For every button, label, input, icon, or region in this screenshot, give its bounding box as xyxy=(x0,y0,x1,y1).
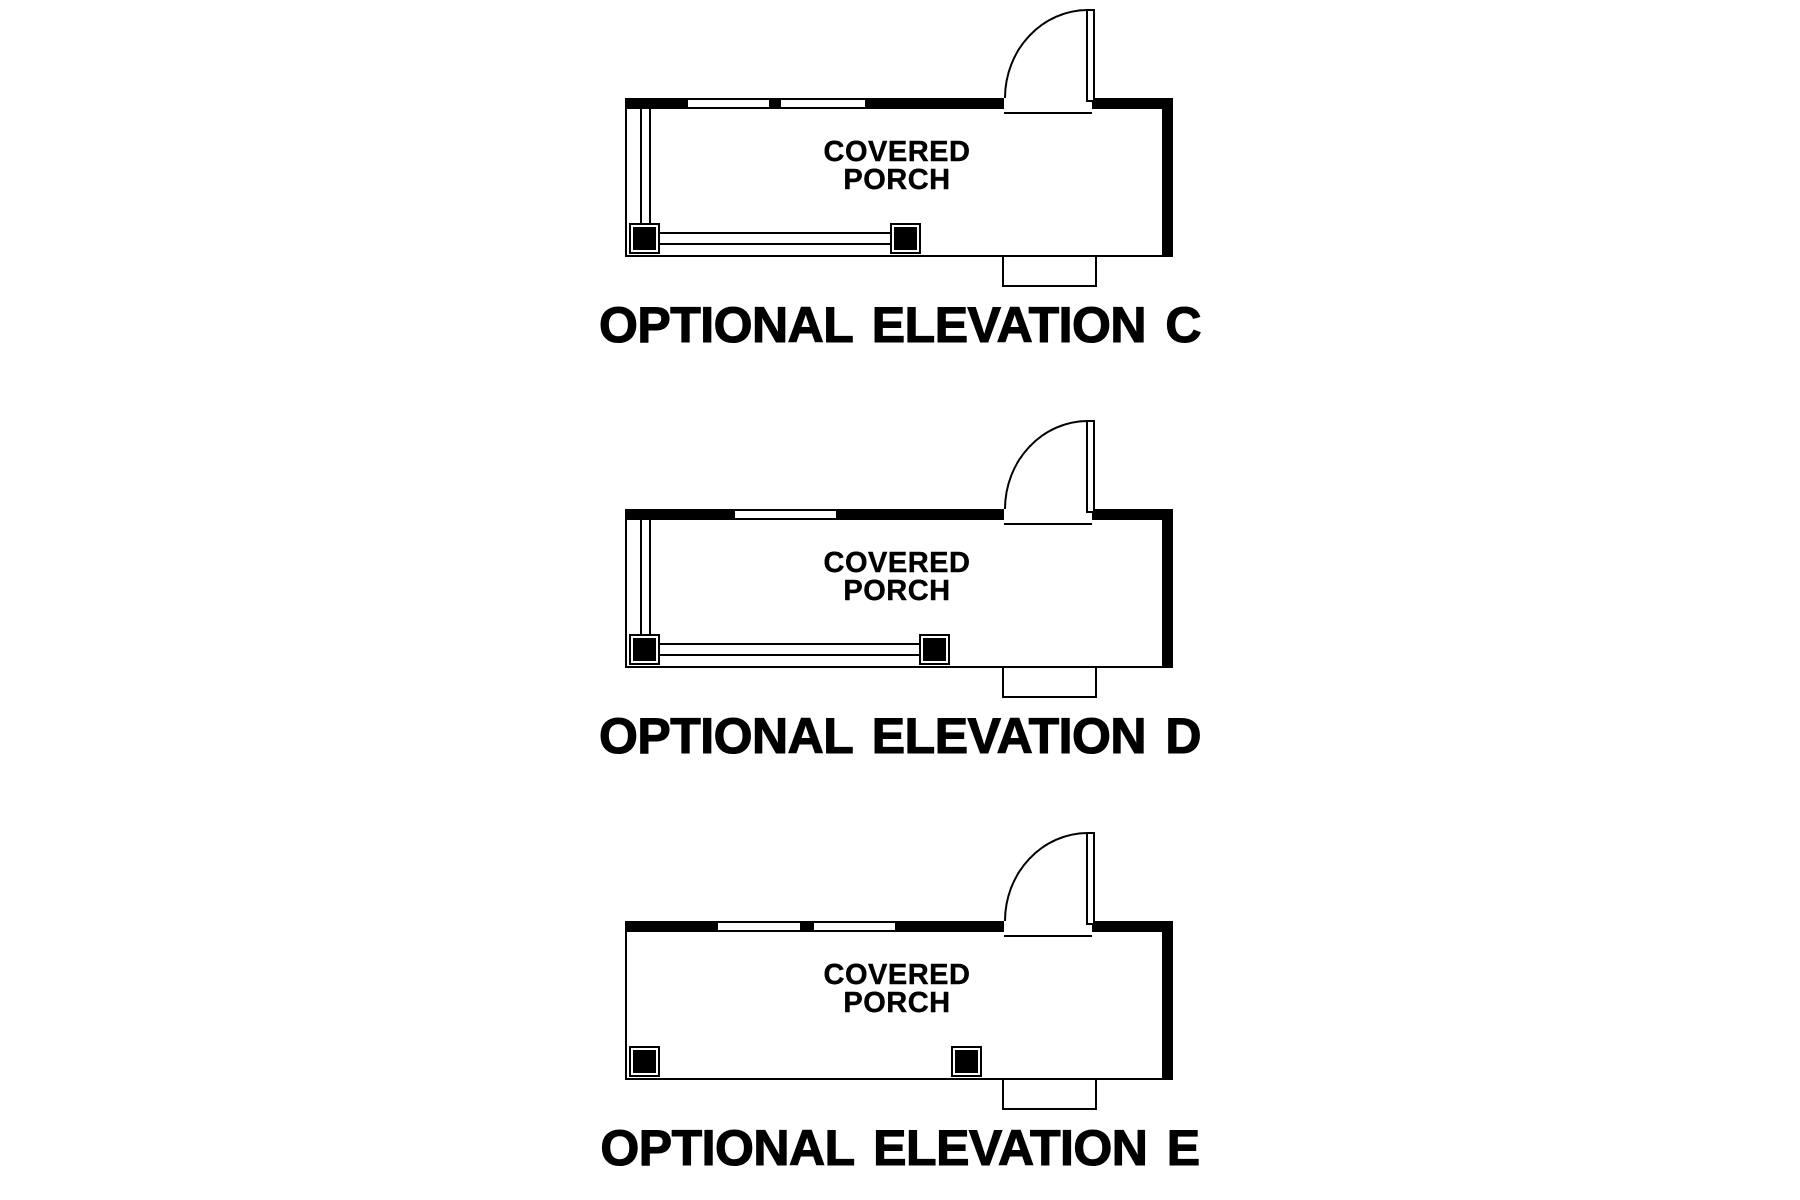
front-railing-line xyxy=(659,643,921,645)
porch-column xyxy=(890,223,921,254)
porch-left-edge xyxy=(625,921,627,1080)
porch-column xyxy=(629,1046,660,1077)
entry-step xyxy=(1002,1080,1097,1110)
room-label-line1: COVERED xyxy=(823,959,971,991)
left-railing-line xyxy=(640,109,642,223)
room-label: COVERED PORCH xyxy=(700,959,1094,1019)
diagram-caption: OPTIONAL ELEVATION E xyxy=(600,1120,1201,1176)
room-label-line2: PORCH xyxy=(843,987,951,1019)
left-railing-line xyxy=(640,520,642,634)
top-wall xyxy=(626,509,1173,520)
porch-column-core xyxy=(923,638,946,661)
porch-bottom-edge xyxy=(625,255,1173,257)
window xyxy=(686,98,771,109)
left-railing-line xyxy=(649,520,651,634)
window xyxy=(716,921,802,932)
window xyxy=(812,921,897,932)
left-railing-line xyxy=(649,109,651,223)
porch-bottom-edge xyxy=(625,666,1173,668)
door-leaf xyxy=(1086,832,1095,925)
front-railing-line xyxy=(659,243,892,245)
room-label-line1: COVERED xyxy=(823,136,971,168)
entry-step xyxy=(1002,668,1097,698)
window xyxy=(779,98,867,109)
porch-column-core xyxy=(633,1050,656,1073)
porch-left-edge xyxy=(625,509,627,668)
top-wall xyxy=(626,98,1173,109)
door-leaf xyxy=(1086,9,1095,102)
room-label-line2: PORCH xyxy=(843,575,951,607)
right-wall xyxy=(1162,921,1173,1080)
porch-left-edge xyxy=(625,98,627,257)
porch-column-core xyxy=(894,227,917,250)
door-opening xyxy=(1004,98,1092,114)
porch-column xyxy=(919,634,950,665)
door-swing-arc xyxy=(1004,832,1088,921)
door-opening xyxy=(1004,509,1092,525)
room-label: COVERED PORCH xyxy=(700,547,1094,607)
porch-column-core xyxy=(633,227,656,250)
front-railing-line xyxy=(659,654,921,656)
top-wall xyxy=(626,921,1173,932)
porch-bottom-edge xyxy=(625,1078,1173,1080)
porch-column xyxy=(629,223,660,254)
room-label-line1: COVERED xyxy=(823,547,971,579)
porch-column xyxy=(951,1046,982,1077)
diagram-caption: OPTIONAL ELEVATION C xyxy=(598,297,1202,353)
room-label-line2: PORCH xyxy=(843,164,951,196)
right-wall xyxy=(1162,98,1173,257)
porch-column-core xyxy=(633,638,656,661)
room-label: COVERED PORCH xyxy=(700,136,1094,196)
window xyxy=(733,509,838,520)
front-railing-line xyxy=(659,232,892,234)
door-leaf xyxy=(1086,420,1095,513)
door-opening xyxy=(1004,921,1092,937)
diagram-caption: OPTIONAL ELEVATION D xyxy=(598,708,1202,764)
porch-column-core xyxy=(955,1050,978,1073)
porch-column xyxy=(629,634,660,665)
entry-step xyxy=(1002,257,1097,287)
right-wall xyxy=(1162,509,1173,668)
